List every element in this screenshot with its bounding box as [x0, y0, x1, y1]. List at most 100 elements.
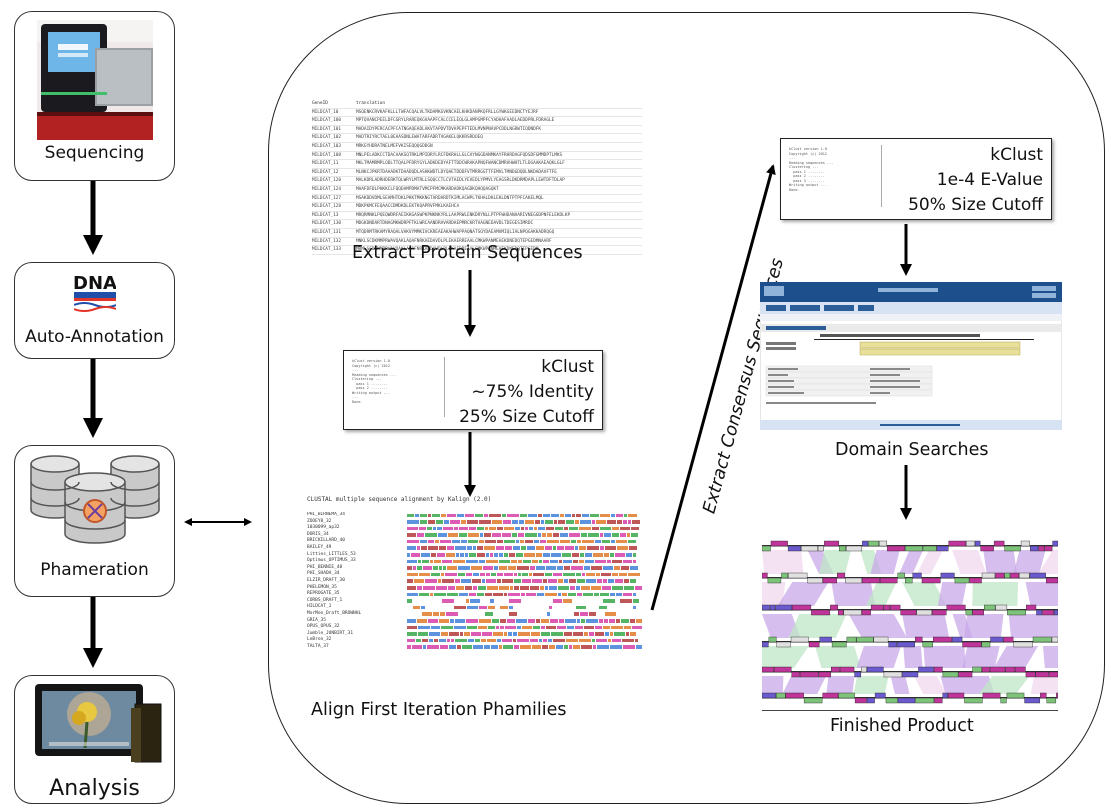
gene-id: MILDCAT_10 [312, 109, 339, 115]
alignment-residue-block [610, 592, 615, 597]
gene-block [879, 540, 888, 547]
alignment-residue-block [579, 526, 591, 531]
alignment-residue-block [407, 592, 418, 597]
alignment-residue-block [480, 533, 483, 537]
alignment-residue-block [551, 632, 563, 636]
alignment-residue-block [407, 526, 418, 531]
alignment-residue-block [623, 520, 627, 524]
gene-block [787, 545, 801, 552]
gene-block [888, 641, 897, 648]
gene-block [817, 545, 825, 552]
alignment-residue-block [545, 546, 552, 550]
alignment-residue-block [564, 566, 570, 570]
alignment-residue-block [579, 638, 591, 643]
alignment-residue-block [407, 599, 412, 603]
homology-band [826, 676, 855, 694]
alignment-residue-block [447, 513, 456, 517]
alignment-residue-block [514, 572, 517, 577]
alignment-residue-block [558, 579, 563, 583]
alignment-residue-block [636, 619, 642, 623]
gene-block [1026, 604, 1037, 611]
alignment-residue-block [419, 526, 426, 531]
alignment-residue-block [553, 533, 559, 537]
alignment-residue-block [450, 619, 454, 623]
alignment-residue-block [438, 579, 441, 583]
alignment-residue-block [493, 592, 503, 597]
alignment-residue-block [441, 572, 444, 577]
gene-block [972, 609, 984, 616]
alignment-residue-block [550, 559, 558, 564]
alignment-residue-block [541, 625, 545, 630]
gene-id: MILDCAT_127 [312, 195, 342, 201]
gene-block [838, 692, 855, 699]
finished-product-caption: Finished Product [830, 716, 974, 736]
gene-block [933, 636, 952, 643]
alignment-residue-block [432, 513, 440, 517]
alignment-residue-block [434, 592, 446, 597]
alignment-residue-block [538, 526, 545, 531]
alignment-residue-block [533, 572, 544, 577]
alignment-residue-block [466, 559, 478, 564]
kclust-title: kClust [990, 145, 1043, 165]
alignment-residue-block [624, 586, 634, 590]
alignment-name: DORIS_34 [307, 531, 329, 537]
alignment-residue-block [472, 579, 481, 583]
alignment-residue-block [455, 546, 466, 550]
alignment-residue-block [531, 632, 540, 636]
step-label: Auto-Annotation [25, 327, 164, 347]
alignment-residue-block [488, 625, 495, 630]
alignment-residue-block [467, 625, 477, 630]
alignment-residue-block [576, 513, 581, 517]
alignment-residue-block [612, 559, 622, 564]
alignment-residue-block [482, 632, 492, 636]
gene-id: MILDCAT_101 [312, 126, 342, 132]
alignment-residue-block [486, 553, 489, 557]
gene-block [767, 577, 782, 584]
gene-block [866, 666, 884, 673]
gene-block [942, 692, 948, 699]
gene-block [776, 692, 786, 699]
alignment-name: BAILEY_49 [307, 544, 332, 550]
alignment-residue-block [455, 579, 460, 583]
gene-id: MILDCAT_11 [312, 161, 339, 167]
alignment-residue-block [543, 553, 550, 557]
homology-band [937, 582, 967, 606]
alignment-residue-block [431, 572, 440, 577]
alignment-residue-block [551, 513, 559, 517]
homology-band [1025, 582, 1058, 606]
alignment-residue-block [579, 546, 586, 550]
homology-band [814, 646, 861, 668]
gene-block [883, 604, 891, 611]
alignment-residue-block [517, 566, 529, 570]
alignment-row: BAILEY_49 [307, 545, 642, 552]
gene-block [762, 545, 771, 552]
alignment-residue-block [564, 632, 572, 636]
alignment-residue-block [522, 579, 531, 583]
alignment-residue-block [593, 553, 603, 557]
alignment-residue-block [487, 586, 498, 590]
alignment-residue-block [417, 533, 424, 537]
alignment-residue-block [608, 579, 614, 583]
alignment-residue-block [461, 579, 471, 583]
alignment-residue-block [597, 579, 602, 583]
dna-logo-icon: DNA [74, 273, 116, 312]
alignment-residue-block [635, 638, 638, 643]
alignment-residue-block [620, 533, 626, 537]
alignment-residue-block [586, 572, 595, 577]
gene-id: MILDCAT_132 [312, 238, 342, 244]
alignment-residue-block [610, 645, 622, 649]
alignment-residue-block [431, 625, 440, 630]
alignment-residue-block [427, 526, 432, 531]
alignment-residue-block [436, 586, 447, 590]
alignment-residue-block [484, 513, 488, 517]
gene-block [984, 604, 996, 611]
gene-block [803, 697, 823, 704]
alignment-name: OPUS_OPUS_32 [307, 624, 340, 630]
gene-block [791, 604, 812, 611]
alignment-name: LeBron_32 [307, 637, 332, 643]
alignment-residue-block [514, 645, 519, 649]
